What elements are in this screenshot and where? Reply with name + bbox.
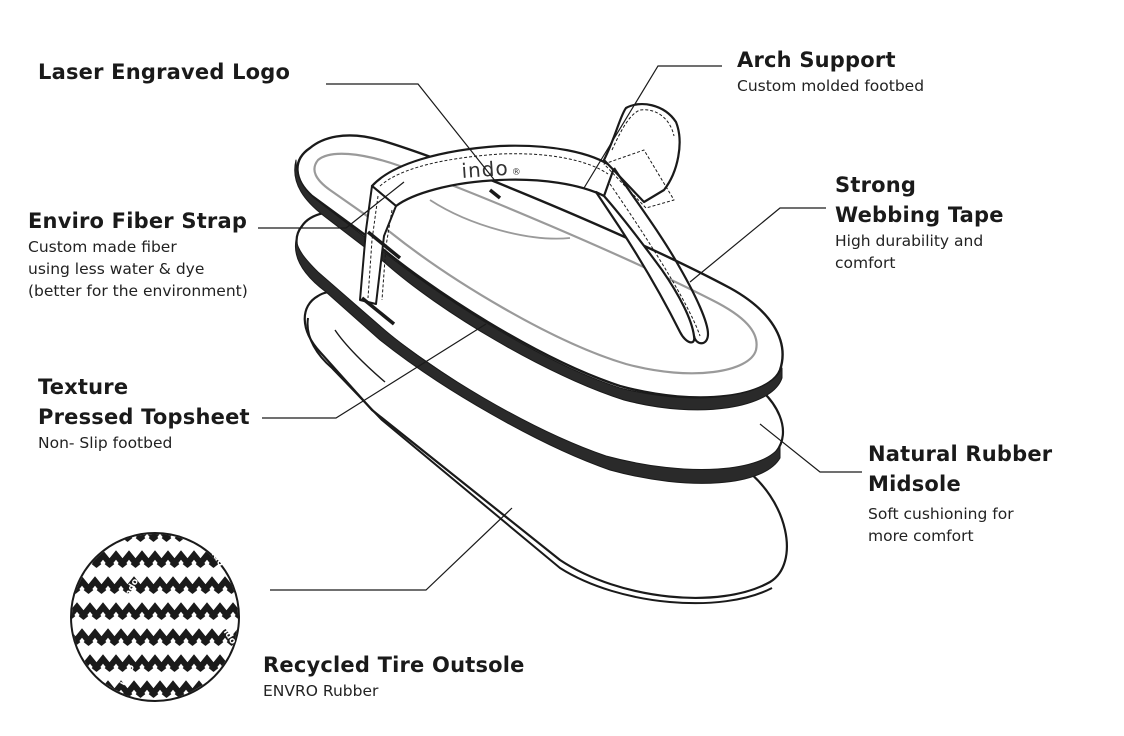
callout-topsheet-title-2: Pressed Topsheet bbox=[38, 405, 250, 429]
tread-chevron bbox=[72, 680, 81, 698]
callout-logo-title: Laser Engraved Logo bbox=[38, 60, 291, 84]
tread-chevron bbox=[226, 628, 238, 646]
callout-midsole-desc-2: more comfort bbox=[868, 527, 974, 545]
tread-chevron bbox=[234, 654, 238, 672]
strap-logo-registered-mark: ® bbox=[512, 167, 522, 178]
callout-arch: Arch Support Custom molded footbed bbox=[737, 45, 924, 97]
callout-strap-desc-2: using less water & dye bbox=[28, 260, 205, 278]
tread-chevron bbox=[226, 680, 238, 698]
tread-chevron bbox=[255, 529, 273, 540]
tread-chevron bbox=[213, 534, 237, 542]
callout-logo: Laser Engraved Logo bbox=[38, 57, 290, 87]
strap-logo-text: indo bbox=[461, 156, 510, 183]
tread-chevron bbox=[255, 633, 273, 644]
tread-chevron bbox=[96, 534, 120, 542]
callout-topsheet: Texture Pressed Topsheet Non- Slip footb… bbox=[38, 372, 250, 454]
callout-topsheet-title-1: Texture bbox=[38, 375, 129, 399]
callout-strap-desc-1: Custom made fiber bbox=[28, 238, 177, 256]
tread-chevron bbox=[83, 680, 107, 698]
leader-logo bbox=[326, 83, 497, 183]
callout-midsole-desc-1: Soft cushioning for bbox=[868, 505, 1014, 523]
tread-chevron bbox=[72, 534, 81, 542]
callout-webbing-title-1: Strong bbox=[835, 173, 917, 197]
tread-chevron bbox=[221, 602, 238, 620]
tread-chevron bbox=[242, 633, 260, 644]
tread-chevron bbox=[72, 680, 94, 698]
callout-midsole-title-1: Natural Rubber bbox=[868, 442, 1053, 466]
callout-midsole: Natural Rubber Midsole Soft cushioning f… bbox=[868, 439, 1052, 547]
callout-arch-desc: Custom molded footbed bbox=[737, 77, 925, 95]
tread-chevron bbox=[213, 680, 237, 698]
tread-chevron bbox=[226, 534, 238, 542]
tread-chevron bbox=[200, 534, 224, 542]
tread-chevron bbox=[72, 550, 89, 568]
callout-webbing: Strong Webbing Tape High durability and … bbox=[835, 170, 1004, 274]
callout-midsole-title-2: Midsole bbox=[868, 472, 961, 496]
tread-chevron bbox=[42, 607, 60, 618]
leader-strap bbox=[258, 181, 405, 229]
tread-chevron bbox=[42, 659, 60, 670]
leader-lines bbox=[258, 65, 862, 591]
callout-strap-title: Enviro Fiber Strap bbox=[28, 209, 248, 233]
tread-chevron bbox=[72, 654, 76, 672]
tread-chevron bbox=[242, 581, 260, 592]
callout-outsole-desc: ENVRO Rubber bbox=[263, 682, 379, 700]
tread-chevron bbox=[72, 534, 94, 542]
tread-chevron bbox=[83, 534, 107, 542]
callout-webbing-desc-2: comfort bbox=[835, 254, 896, 272]
callout-outsole: Recycled Tire Outsole ENVRO Rubber bbox=[263, 650, 525, 702]
strap: indo ® bbox=[359, 103, 710, 345]
callout-arch-title: Arch Support bbox=[737, 48, 896, 72]
callout-strap-desc-3: (better for the environment) bbox=[28, 282, 248, 300]
tread-chevron bbox=[234, 550, 238, 568]
callout-webbing-title-2: Webbing Tape bbox=[835, 203, 1004, 227]
tread-chevron bbox=[72, 550, 76, 568]
callout-webbing-desc-1: High durability and bbox=[835, 232, 984, 250]
tread-chevron bbox=[226, 576, 238, 594]
callout-topsheet-desc: Non- Slip footbed bbox=[38, 434, 173, 452]
leader-topsheet bbox=[262, 323, 487, 419]
tread-chevron bbox=[242, 685, 260, 696]
leader-outsole bbox=[270, 507, 513, 591]
tread-chevron bbox=[42, 555, 60, 566]
leader-midsole bbox=[759, 423, 862, 473]
footbed-layer bbox=[294, 134, 784, 411]
tread-chevron bbox=[200, 680, 224, 698]
tread-chevron bbox=[187, 534, 211, 542]
leader-arch bbox=[583, 65, 722, 189]
callout-strap: Enviro Fiber Strap Custom made fiber usi… bbox=[28, 206, 248, 302]
tread-chevron bbox=[221, 550, 238, 568]
leader-webbing bbox=[689, 207, 826, 283]
tread-chevron bbox=[242, 529, 260, 540]
tread-icon: indo indo indo indo bbox=[42, 529, 273, 702]
callout-outsole-title: Recycled Tire Outsole bbox=[263, 653, 525, 677]
